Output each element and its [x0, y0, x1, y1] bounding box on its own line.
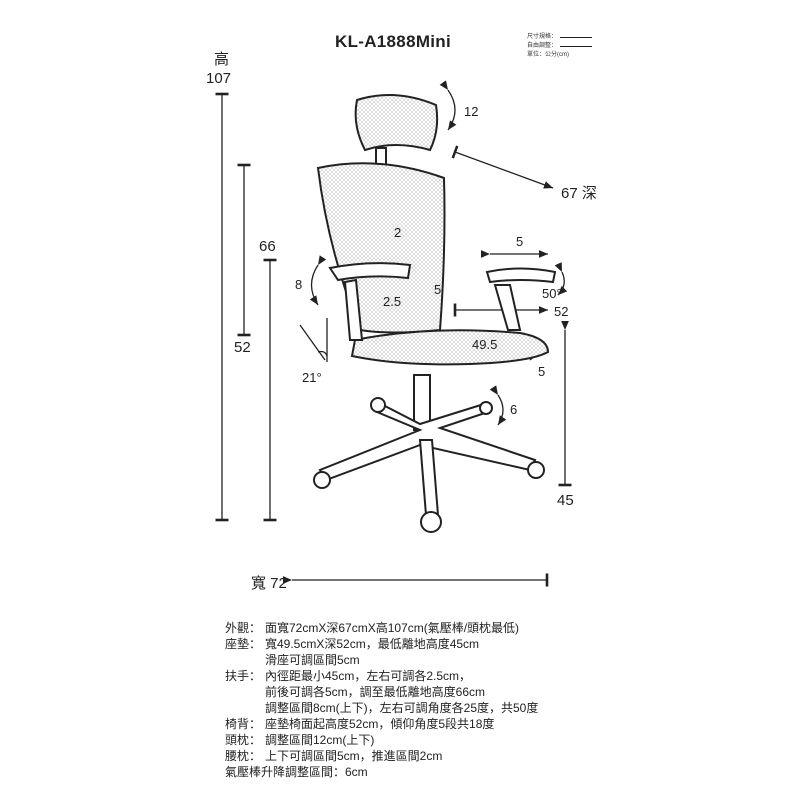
chair-illustration [313, 94, 557, 533]
spec-headrest: 頭枕：調整區間12cm(上下) [225, 732, 538, 748]
right-armrest [485, 267, 557, 284]
legend-adjust-label: 自由調整： [527, 43, 558, 49]
seat-slide: 5 [538, 364, 546, 379]
backrest-range: 5 [434, 282, 442, 297]
spec-appearance: 外觀：面寬72cmX深67cmX高107cm(氣壓棒/頭枕最低) [225, 620, 538, 636]
spec-label: 外觀： [225, 621, 262, 635]
legend-spec-label: 尺寸規格： [527, 34, 558, 40]
headrest [354, 94, 439, 152]
seat-depth: 52 [554, 304, 569, 319]
arm-front-back: 5 [516, 234, 524, 249]
gas-lift: 6 [510, 402, 518, 417]
spec-line: 寬49.5cmX深52cm，最低離地高度45cm [265, 637, 480, 651]
spec-line: 面寬72cmX深67cmX高107cm(氣壓棒/頭枕最低) [265, 621, 520, 635]
tilt-angle: 21° [302, 370, 322, 385]
seat-height: 45 [557, 492, 574, 509]
armrest-lr: 2.5 [383, 294, 402, 309]
spec-label: 座墊： [225, 637, 262, 651]
width: 寬 72 [251, 575, 287, 592]
height-total: 107 [206, 70, 232, 87]
headrest-range: 12 [464, 104, 479, 119]
seat [350, 329, 550, 366]
headrest-arc [439, 80, 457, 131]
spec-seat: 座墊：寬49.5cmX深52cm，最低離地高度45cm 滑座可調區間5cm [225, 636, 538, 668]
arm-angle-arc [554, 262, 568, 296]
arm-height-arc [309, 255, 327, 306]
spec-label: 椅背： [225, 717, 262, 731]
spec-line: 調整區間12cm(上下) [265, 733, 375, 747]
spec-lumbar: 腰枕：上下可調區間5cm，推進區間2cm [225, 748, 538, 764]
armrest-height: 66 [259, 238, 276, 255]
spec-line: 氣壓棒升降調整區間：6cm [225, 765, 368, 779]
spec-backrest: 椅背：座墊椅面起高度52cm，傾仰角度5段共18度 [225, 716, 538, 732]
arm-angle: 50° [542, 286, 562, 301]
tilt-line-1 [299, 324, 326, 361]
spec-line: 內徑距最小45cm，左右可調各2.5cm， [265, 669, 472, 683]
depth-67-line [451, 145, 554, 189]
height-label: 高 [214, 51, 230, 68]
seat-back-height: 52 [234, 339, 251, 356]
depth: 67 深 [561, 185, 597, 202]
legend-adjust-line [560, 46, 593, 47]
armrest-range: 8 [295, 277, 303, 292]
legend-adjust: 自由調整： [527, 42, 593, 51]
legend-unit-label: 單位：公分(cm) [527, 52, 569, 58]
spec-label: 扶手： [225, 669, 262, 683]
spec-line: 滑座可調區間5cm [265, 653, 360, 667]
seat-width: 49.5 [472, 337, 498, 352]
legend: 尺寸規格： 自由調整： 單位：公分(cm) [527, 33, 593, 60]
spec-gas-lift: 氣壓棒升降調整區間：6cm [225, 764, 538, 780]
legend-unit: 單位：公分(cm) [527, 51, 592, 60]
left-armrest [328, 262, 412, 282]
legend-spec: 尺寸規格： [527, 33, 593, 42]
spec-line: 座墊椅面起高度52cm，傾仰角度5段共18度 [265, 717, 495, 731]
legend-spec-line [560, 37, 593, 38]
spec-label: 頭枕： [225, 733, 262, 747]
backrest [316, 162, 446, 334]
spec-line: 調整區間8cm(上下)，左右可調角度各25度，共50度 [265, 701, 539, 715]
spec-armrest: 扶手：內徑距最小45cm，左右可調各2.5cm， 前後可調各5cm，調至最低離地高… [225, 668, 538, 716]
spec-list: 外觀：面寬72cmX深67cmX高107cm(氣壓棒/頭枕最低) 座墊：寬49.… [225, 620, 538, 780]
spec-label: 腰枕： [225, 749, 262, 763]
armrest-side: 2 [394, 225, 402, 240]
spec-line: 前後可調各5cm，調至最低離地高度66cm [265, 685, 486, 699]
spec-line: 上下可調區間5cm，推進區間2cm [265, 749, 443, 763]
gas-lift-arc [489, 385, 507, 426]
model-title: KL-A1888Mini [335, 32, 452, 51]
